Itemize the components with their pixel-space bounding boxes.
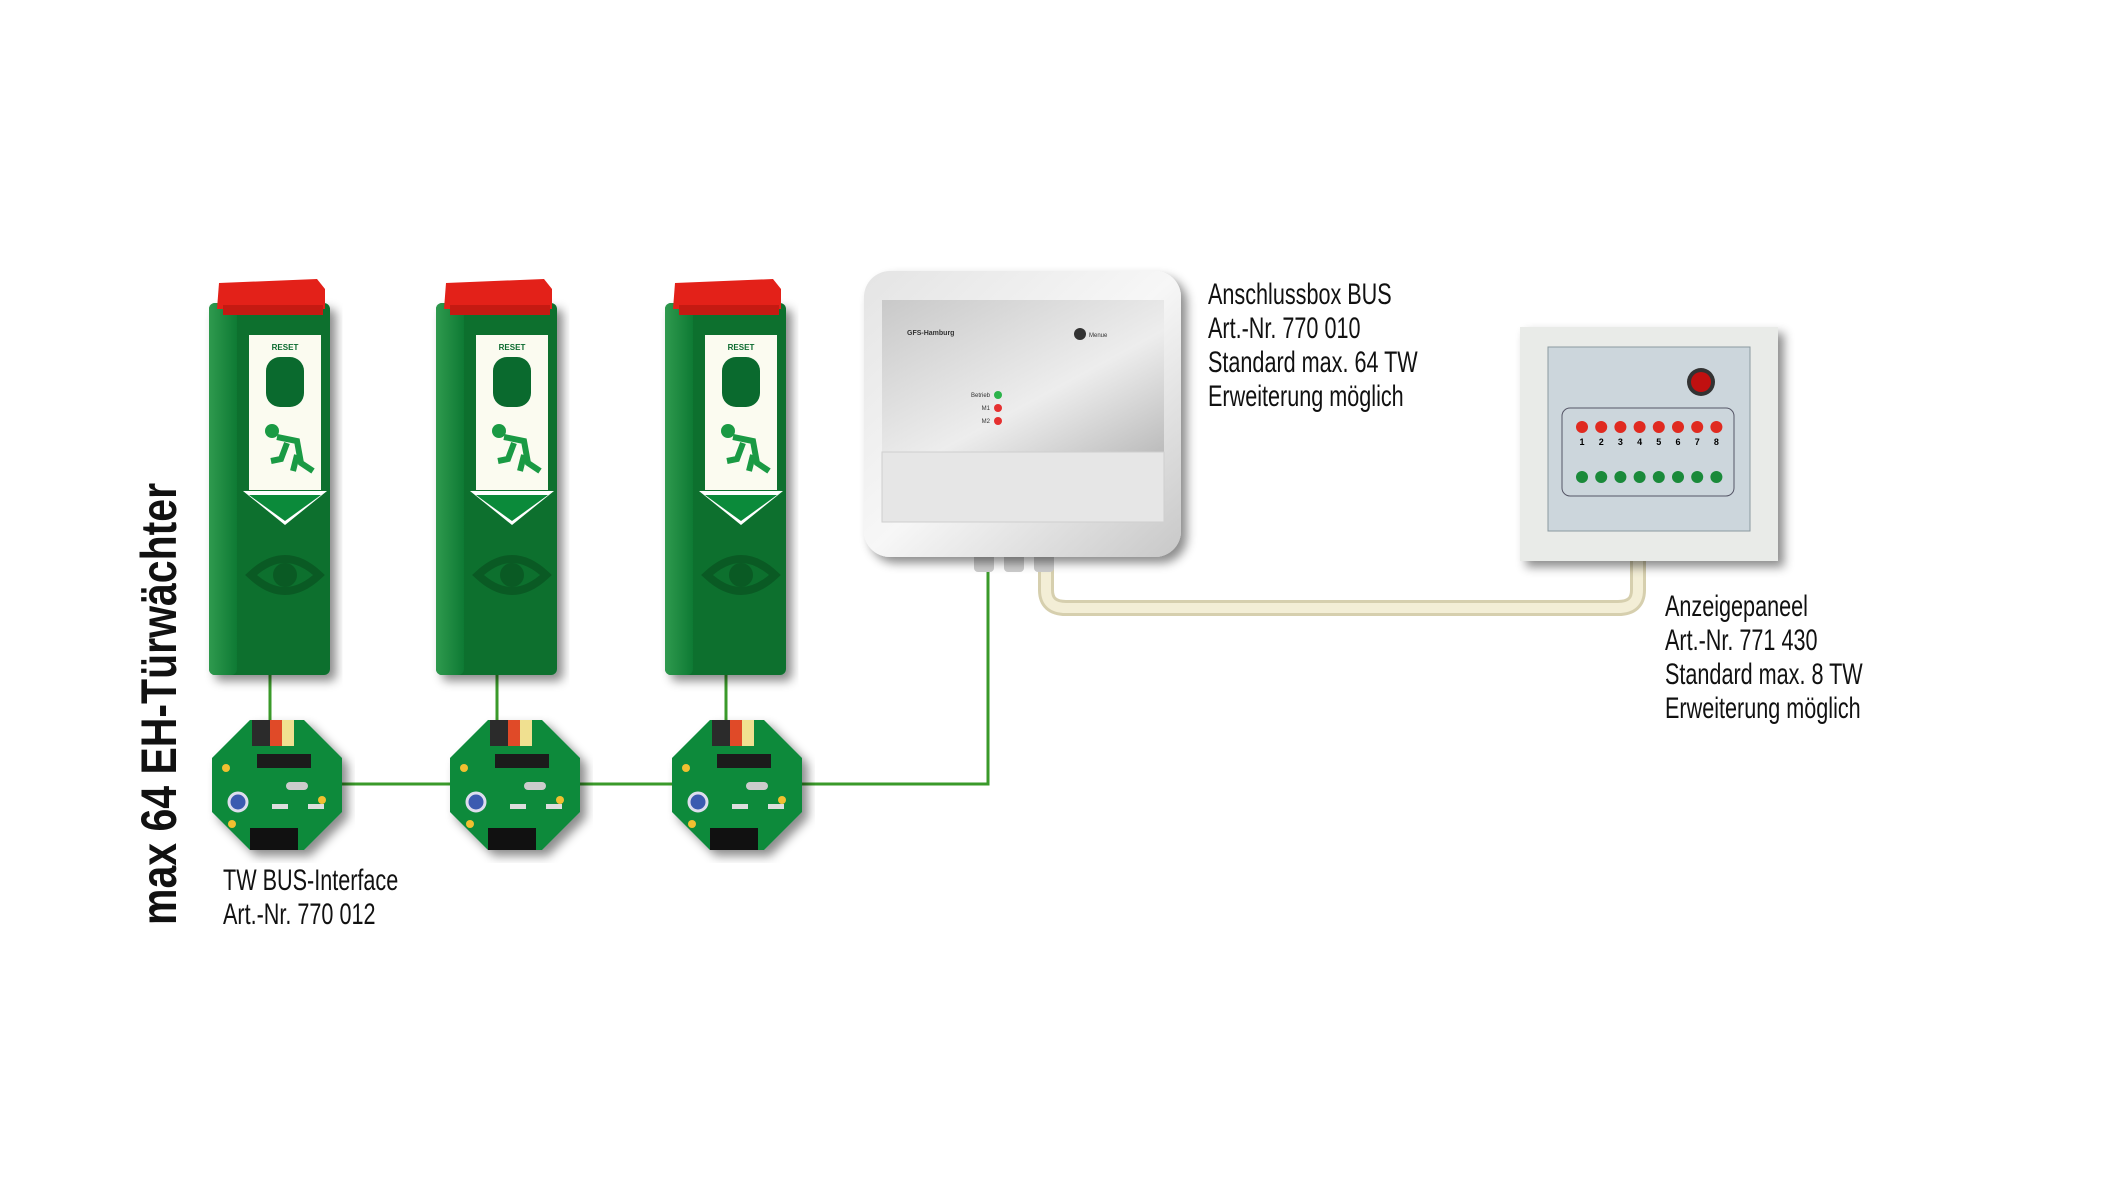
panel-led-red — [1576, 421, 1588, 433]
panel-led-green — [1595, 471, 1608, 483]
connection-box: GFS-Hamburg Menue Betrieb M1 M2 — [864, 271, 1181, 572]
brand-label: GFS-Hamburg — [907, 330, 954, 337]
panel-led-red — [1614, 421, 1627, 433]
panel-article-number: Art.-Nr. 771 430 — [1665, 624, 1818, 657]
panel-led-green — [1672, 471, 1684, 483]
reset-label: RESET — [499, 343, 526, 352]
panel-led-green — [1614, 471, 1627, 483]
bus-interface-3 — [672, 720, 802, 850]
panel-led-number: 4 — [1637, 437, 1642, 447]
panel-led-number: 8 — [1714, 437, 1719, 447]
led-m1 — [994, 404, 1002, 412]
led-label-m1: M1 — [982, 406, 991, 412]
panel-led-green — [1691, 471, 1704, 483]
door-guard-3 — [665, 279, 786, 675]
panel-led-green — [1710, 471, 1723, 483]
box-label: Anschlussbox BUS Art.-Nr. 770 010 Standa… — [1208, 278, 1418, 414]
panel-led-red — [1672, 421, 1684, 433]
reset-label: RESET — [272, 343, 299, 352]
panel-led-red — [1710, 421, 1723, 433]
panel-capacity: Standard max. 8 TW — [1665, 658, 1863, 691]
panel-name: Anzeigepaneel — [1665, 590, 1808, 623]
led-betrieb — [994, 391, 1002, 399]
diagram-title: max 64 EH-Türwächter — [131, 482, 187, 925]
box-extension: Erweiterung möglich — [1208, 380, 1404, 413]
panel-led-red — [1633, 421, 1646, 433]
panel-led-number: 6 — [1675, 437, 1680, 447]
door-guard-1 — [209, 279, 330, 675]
panel-cable — [1038, 560, 1646, 616]
panel-led-red — [1595, 421, 1608, 433]
panel-led-red — [1652, 421, 1665, 433]
panel-led-number: 1 — [1579, 437, 1584, 447]
panel-led-red — [1691, 421, 1704, 433]
led-m2 — [994, 417, 1002, 425]
panel-extension: Erweiterung möglich — [1665, 692, 1861, 725]
led-label-m2: M2 — [982, 419, 991, 425]
panel-led-number: 5 — [1656, 437, 1661, 447]
box-capacity: Standard max. 64 TW — [1208, 346, 1418, 379]
panel-led-number: 3 — [1618, 437, 1623, 447]
box-name: Anschlussbox BUS — [1208, 278, 1392, 311]
interface-name: TW BUS-Interface — [223, 864, 399, 897]
panel-led-number: 7 — [1695, 437, 1700, 447]
bus-line — [268, 571, 990, 786]
menu-button — [1074, 328, 1086, 340]
panel-led-green — [1652, 471, 1665, 483]
box-article-number: Art.-Nr. 770 010 — [1208, 312, 1361, 345]
reset-label: RESET — [728, 343, 755, 352]
bus-interface-2 — [450, 720, 580, 850]
panel-label: Anzeigepaneel Art.-Nr. 771 430 Standard … — [1665, 590, 1863, 726]
menu-label: Menue — [1089, 333, 1108, 339]
door-guard-2 — [436, 279, 557, 675]
interface-article-number: Art.-Nr. 770 012 — [223, 898, 376, 931]
panel-led-number: 2 — [1599, 437, 1604, 447]
display-panel: 1 2 3 4 5 6 7 8 — [1520, 327, 1778, 561]
panel-led-green — [1576, 471, 1588, 483]
panel-led-green — [1633, 471, 1646, 483]
interface-label: TW BUS-Interface Art.-Nr. 770 012 — [223, 864, 398, 932]
led-label-betrieb: Betrieb — [971, 393, 991, 399]
bus-interface-1 — [212, 720, 342, 850]
